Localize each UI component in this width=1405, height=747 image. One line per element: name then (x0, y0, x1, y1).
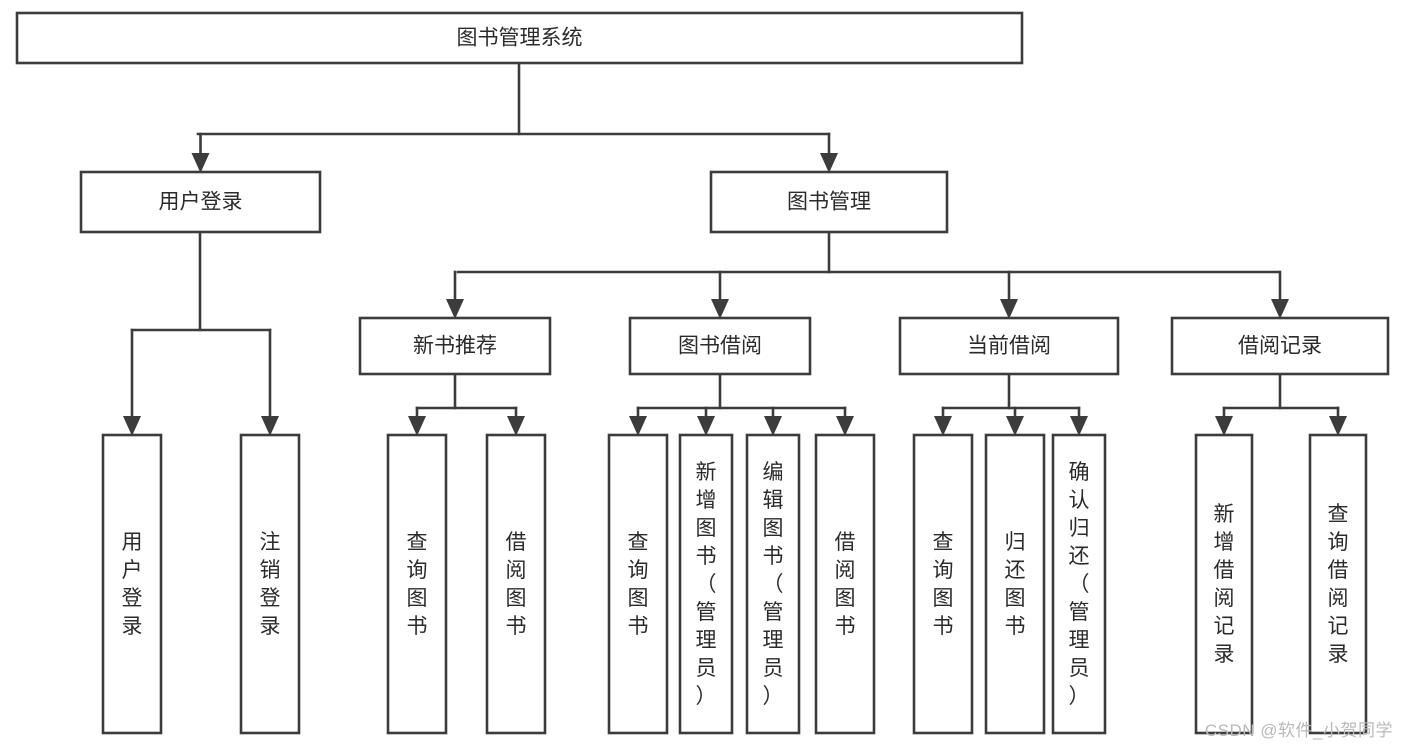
node-leaf_user_login[interactable]: 用户登录 (101, 433, 163, 735)
edge-l2_current-to-leaf_c_return (1006, 406, 1024, 436)
edge-l2_new-to-leaf_new_borrow (507, 406, 525, 436)
node-label-l1_book: 图书管理 (787, 191, 871, 214)
node-box-leaf_new_borrow[interactable] (485, 433, 547, 735)
node-leaf_b_add[interactable]: 新增图书（管理员） (678, 433, 734, 735)
node-label-leaf_user_login: 用户登录 (122, 531, 143, 638)
node-label-leaf_b_edit: 编辑图书（管理员） (763, 461, 784, 708)
node-box-leaf_b_add[interactable] (678, 433, 734, 735)
node-l1_user[interactable]: 用户登录 (79, 170, 322, 234)
edge-l1_book-to-l2_record (1271, 270, 1289, 319)
node-label-leaf_new_query: 查询图书 (407, 531, 428, 638)
connector-layer (123, 61, 1347, 436)
node-label-leaf_c_return: 归还图书 (1005, 531, 1026, 638)
edge-l2_current-to-leaf_c_query (934, 406, 952, 436)
node-label-l2_new: 新书推荐 (413, 335, 497, 358)
connector-root-bus (196, 61, 831, 136)
node-label-leaf_r_query: 查询借阅记录 (1328, 503, 1349, 666)
edge-l2_new-to-leaf_new_query (408, 406, 426, 436)
node-box-l2_new[interactable] (358, 316, 552, 376)
node-box-root[interactable] (15, 11, 1024, 65)
node-box-l1_book[interactable] (709, 170, 949, 234)
node-label-l1_user: 用户登录 (159, 191, 243, 214)
node-leaf_r_add[interactable]: 新增借阅记录 (1194, 433, 1254, 735)
node-box-leaf_user_login[interactable] (101, 433, 163, 735)
node-box-leaf_b_borrow[interactable] (814, 433, 876, 735)
node-label-leaf_b_borrow: 借阅图书 (835, 531, 856, 638)
node-box-l2_borrow[interactable] (628, 316, 812, 376)
node-box-l1_user[interactable] (79, 170, 322, 234)
edge-root-to-l1_user (191, 132, 210, 173)
node-label-leaf_r_add: 新增借阅记录 (1214, 503, 1235, 666)
node-label-leaf_new_borrow: 借阅图书 (506, 531, 527, 638)
node-label-l2_record: 借阅记录 (1238, 335, 1322, 358)
edge-l1_book-to-l2_borrow (711, 270, 729, 319)
node-l2_borrow[interactable]: 图书借阅 (628, 316, 812, 376)
node-leaf_b_query[interactable]: 查询图书 (607, 433, 669, 735)
node-box-leaf_c_return[interactable] (984, 433, 1046, 735)
edge-l2_record-to-leaf_r_add (1215, 406, 1233, 436)
node-label-leaf_b_query: 查询图书 (628, 531, 649, 638)
connector-book-bus (456, 230, 1281, 274)
node-label-l2_current: 当前借阅 (967, 335, 1051, 358)
node-l1_book[interactable]: 图书管理 (709, 170, 949, 234)
node-leaf_new_borrow[interactable]: 借阅图书 (485, 433, 547, 735)
node-box-leaf_c_confirm[interactable] (1051, 433, 1107, 735)
node-label-leaf_user_logout: 注销登录 (260, 531, 281, 638)
connector-new-bus (415, 372, 518, 410)
node-leaf_c_query[interactable]: 查询图书 (912, 433, 974, 735)
node-leaf_c_confirm[interactable]: 确认归还（管理员） (1051, 433, 1107, 735)
edge-l2_borrow-to-leaf_b_borrow (836, 406, 854, 436)
node-box-leaf_c_query[interactable] (912, 433, 974, 735)
edge-l2_borrow-to-leaf_b_edit (764, 406, 782, 436)
connector-current-bus (941, 372, 1081, 410)
edge-l2_borrow-to-leaf_b_query (629, 406, 647, 436)
node-layer: 图书管理系统用户登录图书管理新书推荐图书借阅当前借阅借阅记录用户登录注销登录查询… (15, 11, 1390, 735)
node-l2_current[interactable]: 当前借阅 (898, 316, 1120, 376)
edge-l1_user-to-leaf_user_logout (261, 328, 279, 436)
edge-l1_book-to-l2_current (1000, 270, 1018, 319)
edge-l2_record-to-leaf_r_query (1329, 406, 1347, 436)
node-leaf_c_return[interactable]: 归还图书 (984, 433, 1046, 735)
edge-l1_user-to-leaf_user_login (123, 328, 141, 436)
node-box-leaf_r_add[interactable] (1194, 433, 1254, 735)
node-leaf_new_query[interactable]: 查询图书 (386, 433, 448, 735)
edge-l2_current-to-leaf_c_confirm (1070, 406, 1088, 436)
node-root[interactable]: 图书管理系统 (15, 11, 1024, 65)
node-box-leaf_new_query[interactable] (386, 433, 448, 735)
node-label-leaf_b_add: 新增图书（管理员） (696, 461, 717, 708)
connector-record-bus (1222, 372, 1340, 410)
edge-root-to-l1_book (820, 132, 838, 173)
node-box-leaf_b_edit[interactable] (745, 433, 801, 735)
node-leaf_b_borrow[interactable]: 借阅图书 (814, 433, 876, 735)
node-label-l2_borrow: 图书借阅 (678, 335, 762, 358)
node-leaf_b_edit[interactable]: 编辑图书（管理员） (745, 433, 801, 735)
node-box-leaf_r_query[interactable] (1308, 433, 1368, 735)
connector-borrow-bus (636, 372, 847, 410)
edge-l1_book-to-l2_new (446, 270, 464, 319)
edge-l2_borrow-to-leaf_b_add (697, 406, 715, 436)
node-label-leaf_c_confirm: 确认归还（管理员） (1069, 461, 1090, 708)
node-l2_record[interactable]: 借阅记录 (1170, 316, 1390, 376)
node-box-l2_current[interactable] (898, 316, 1120, 376)
connector-user-bus (130, 230, 272, 332)
node-label-root: 图书管理系统 (457, 27, 583, 50)
node-box-leaf_user_logout[interactable] (239, 433, 301, 735)
node-leaf_user_logout[interactable]: 注销登录 (239, 433, 301, 735)
node-box-leaf_b_query[interactable] (607, 433, 669, 735)
node-leaf_r_query[interactable]: 查询借阅记录 (1308, 433, 1368, 735)
node-box-l2_record[interactable] (1170, 316, 1390, 376)
node-l2_new[interactable]: 新书推荐 (358, 316, 552, 376)
node-label-leaf_c_query: 查询图书 (933, 531, 954, 638)
